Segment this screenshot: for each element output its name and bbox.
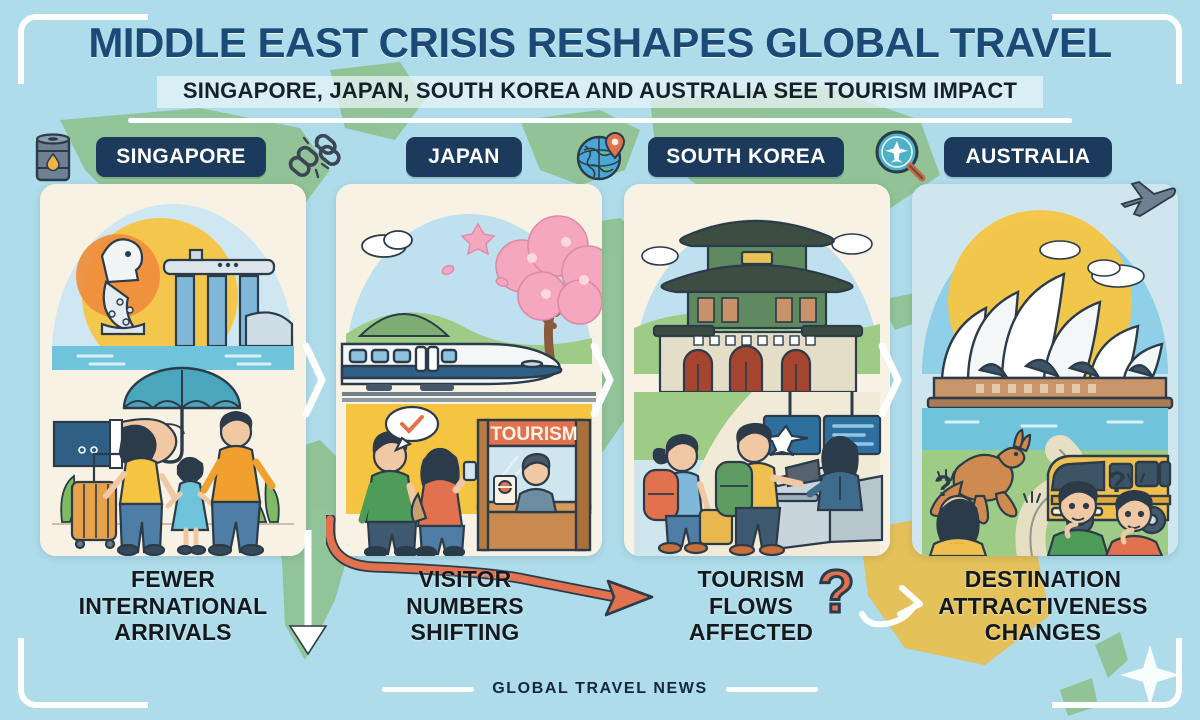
down-arrow-singapore-icon: [288, 530, 328, 656]
badge-japan[interactable]: JAPAN: [406, 137, 522, 177]
panel-south-korea: [624, 184, 890, 556]
badge-south-korea-label: SOUTH KOREA: [666, 145, 826, 168]
oil-barrel-icon: [35, 133, 71, 182]
footer-dash-left: [382, 686, 475, 692]
header-divider: [128, 118, 1072, 123]
badge-singapore-label: SINGAPORE: [116, 145, 246, 168]
booth-sign-text: TOURISM: [490, 424, 577, 445]
chevron-singapore-japan-icon: [302, 342, 326, 418]
frame-corner-bottom-right: [1052, 638, 1182, 708]
thought-question-left: ?: [934, 470, 952, 503]
frame-corner-top-right: [1052, 14, 1182, 84]
svg-text:~~~: ~~~: [948, 538, 964, 548]
chevron-japan-korea-icon: [590, 342, 614, 418]
badge-japan-label: JAPAN: [428, 145, 500, 168]
globe-pin-icon: [576, 131, 626, 181]
thought-question-right: ?: [1108, 466, 1126, 499]
caption-south-korea: TOURISM FLOWS AFFECTED: [688, 566, 814, 646]
frame-corner-top-left: [18, 14, 148, 84]
footer-source-label: GLOBAL TRAVEL NEWS: [492, 680, 708, 697]
badge-singapore[interactable]: SINGAPORE: [96, 137, 266, 177]
broken-chain-icon: [288, 134, 341, 179]
panel-japan: TOURISM: [336, 184, 602, 556]
panel-singapore: [40, 184, 306, 556]
panel-australia: ~~~ ? ?: [912, 184, 1178, 556]
caption-australia: DESTINATION ATTRACTIVENESS CHANGES: [938, 566, 1148, 646]
chevron-korea-australia-icon: [878, 342, 902, 418]
caption-japan: VISITOR NUMBERS SHIFTING: [406, 566, 524, 646]
page-subtitle: SINGAPORE, JAPAN, SOUTH KOREA AND AUSTRA…: [182, 78, 1018, 103]
frame-corner-bottom-left: [18, 638, 148, 708]
question-mark-glyph: ?: [817, 558, 857, 625]
subtitle-band: SINGAPORE, JAPAN, SOUTH KOREA AND AUSTRA…: [156, 76, 1044, 108]
magnifier-plane-icon: [875, 130, 926, 182]
footer: GLOBAL TRAVEL NEWS: [0, 680, 1200, 698]
curved-flow-arrow-icon: [326, 515, 654, 617]
badge-australia-label: AUSTRALIA: [965, 145, 1091, 168]
badge-australia[interactable]: AUSTRALIA: [944, 137, 1112, 177]
country-badge-row: SINGAPORE JAPAN SOUTH KOREA AUSTRALIA: [0, 137, 1200, 179]
badge-south-korea[interactable]: SOUTH KOREA: [648, 137, 844, 177]
white-curved-arrow-icon: [859, 585, 923, 628]
header: MIDDLE EAST CRISIS RESHAPES GLOBAL TRAVE…: [0, 22, 1200, 108]
caption-singapore: FEWER INTERNATIONAL ARRIVALS: [78, 566, 268, 646]
page-title: MIDDLE EAST CRISIS RESHAPES GLOBAL TRAVE…: [88, 19, 1112, 66]
footer-dash-right: [725, 686, 818, 692]
airplane-icon: [1120, 181, 1176, 217]
